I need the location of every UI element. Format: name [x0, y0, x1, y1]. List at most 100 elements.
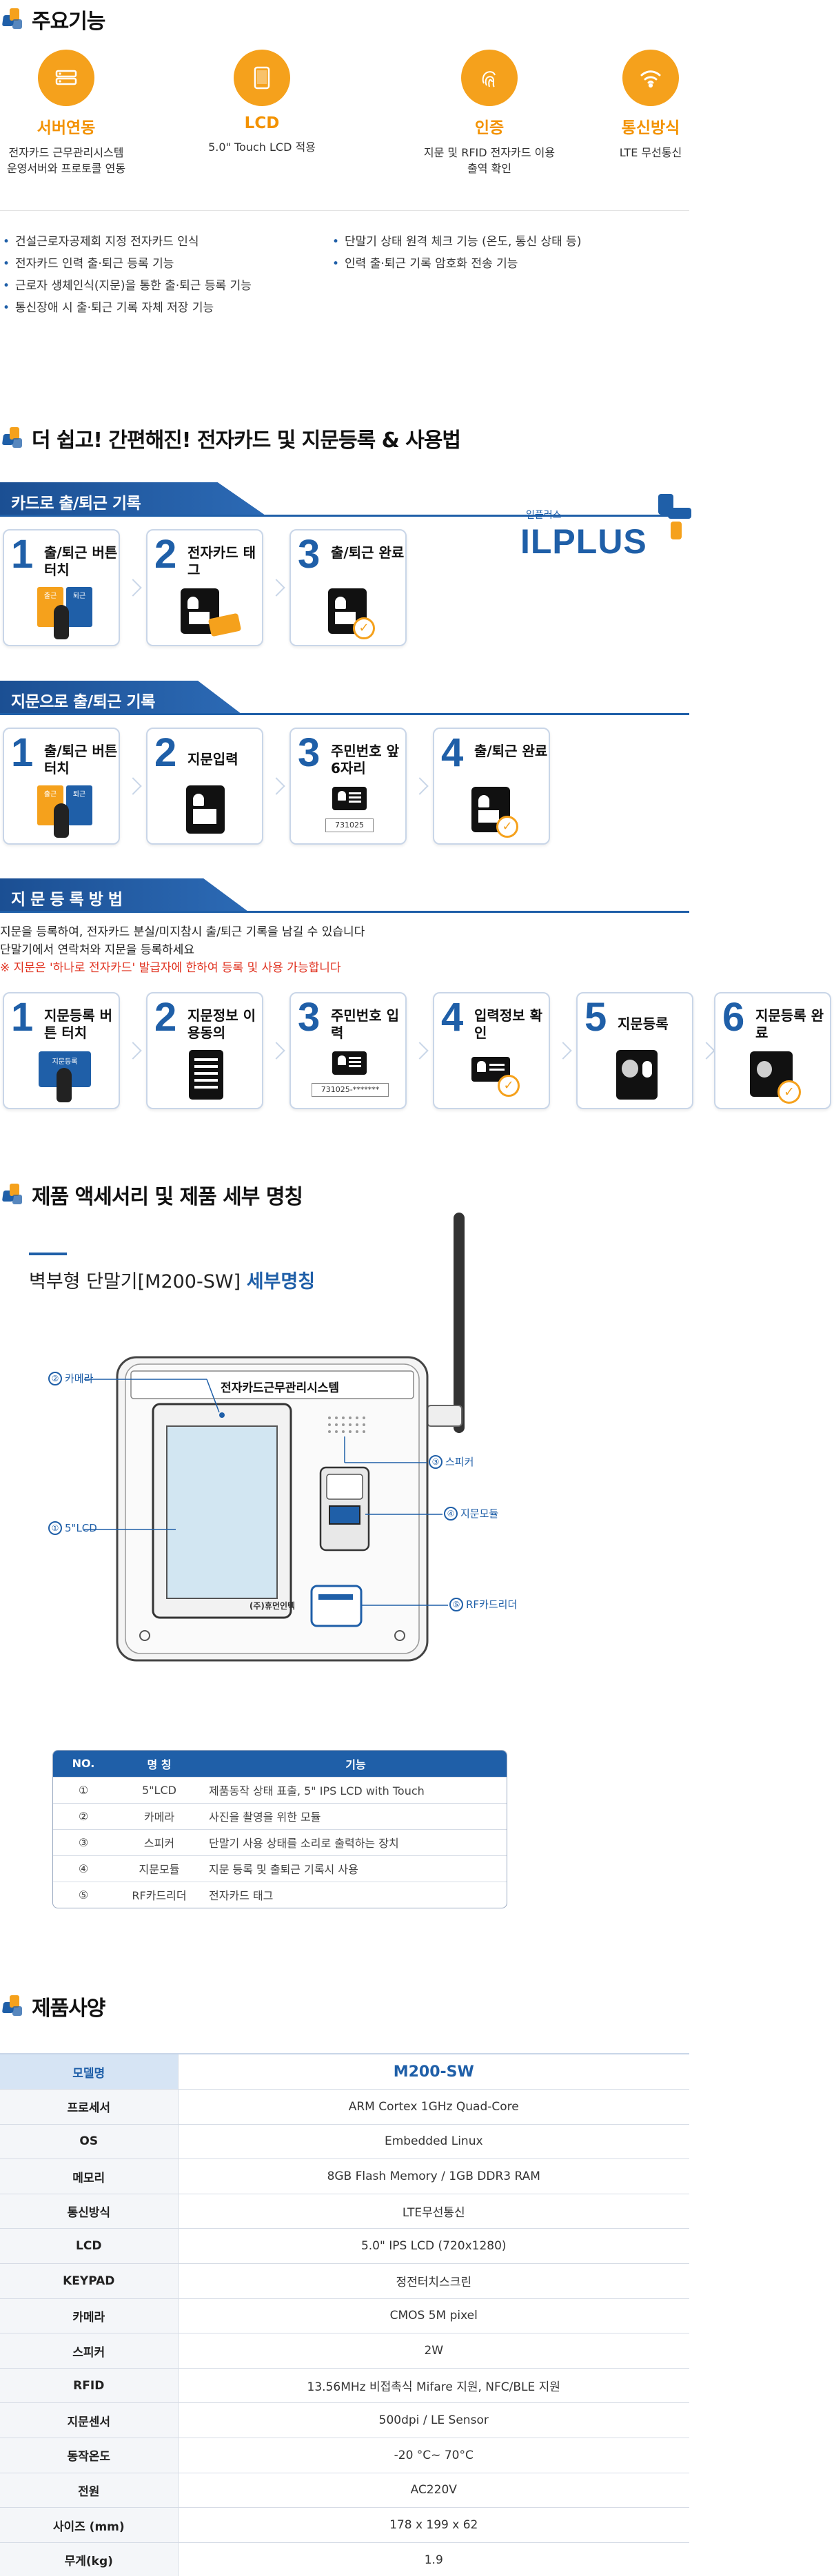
finger-step-1: 1 출/퇴근 버튼 터치 출근 퇴근: [3, 728, 120, 845]
wifi-icon: [622, 50, 679, 106]
bullet-item: 건설근로자공제회 지정 전자카드 인식: [3, 231, 252, 253]
finger-step-3: 3 주민번호 앞 6자리 731025: [289, 728, 407, 845]
logo-text: ILPLUS: [520, 522, 647, 561]
finger-flow-tab: 지문으로 출/퇴근 기록: [0, 681, 689, 715]
feature-title: 인증: [474, 119, 505, 137]
card-step-3: 3 출/퇴근 완료 ✓: [289, 529, 407, 646]
divider: [0, 210, 689, 211]
logo-small-text: 일플러스: [526, 510, 562, 521]
feature-title: LCD: [244, 114, 280, 132]
touch-buttons-icon: 출근 퇴근: [18, 584, 108, 641]
complete-check-icon: ✓: [729, 1047, 819, 1104]
table-row: 사이즈 (mm)178 x 199 x 62: [0, 2507, 689, 2543]
complete-check-icon: ✓: [448, 783, 538, 839]
feature-title: 서버연동: [37, 119, 96, 137]
tab-label: 지문으로 출/퇴근 기록: [11, 693, 155, 711]
chevron-right-icon: [267, 1042, 285, 1060]
feature-desc: 출역 확인: [467, 162, 511, 176]
feature-desc: 5.0" Touch LCD 적용: [208, 141, 316, 154]
consent-form-icon: [161, 1047, 251, 1104]
chevron-right-icon: [411, 1042, 429, 1060]
card-step-2: 2 전자카드 태그: [146, 529, 263, 646]
bullet-item: 통신장애 시 출·퇴근 기록 자체 저장 기능: [3, 297, 252, 319]
complete-check-icon: ✓: [305, 584, 394, 641]
col-header: NO.: [53, 1751, 114, 1777]
feature-desc: 운영서버와 프로토콜 연동: [6, 162, 126, 176]
table-row: 동작온도-20 °C~ 70°C: [0, 2438, 689, 2473]
bullet-item: 전자카드 인력 출·퇴근 등록 기능: [3, 253, 252, 275]
fingerprint-scan-icon: [591, 1047, 681, 1104]
bullet-item: 근로자 생체인식(지문)을 통한 출·퇴근 등록 기능: [3, 275, 252, 297]
card-step-1: 1 출/퇴근 버튼 터치 출근 퇴근: [3, 529, 120, 646]
feature-desc: 전자카드 근무관리시스템: [8, 146, 124, 159]
accessory-header: 제품 액세서리 및 제품 세부 명칭: [0, 1178, 303, 1211]
touch-buttons-icon: 출근 퇴근: [18, 783, 108, 839]
device-illustration: [84, 1213, 465, 1662]
fingerprint-icon: [461, 50, 518, 106]
feature-bullets-right: 단말기 상태 원격 체크 기능 (온도, 통신 상태 등) 인력 출·퇴근 기록…: [332, 231, 581, 275]
feature-item: 통신방식 LTE 무선통신: [575, 50, 726, 161]
card-flow-tab: 카드로 출/퇴근 기록: [0, 482, 689, 517]
register-step-2: 2 지문정보 이용동의: [146, 992, 263, 1109]
brand-mark-icon: [0, 1182, 25, 1207]
subtitle-accent: [29, 1253, 67, 1255]
table-row: 무게(kg)1.9: [0, 2542, 689, 2576]
register-button-icon: 지문등록: [18, 1047, 108, 1104]
id-number-icon: 731025-*******: [305, 1047, 394, 1104]
register-step-3: 3 주민번호 입력 731025-*******: [289, 992, 407, 1109]
register-step-1: 1 지문등록 버튼 터치 지문등록: [3, 992, 120, 1109]
brand-mark-icon: [0, 7, 25, 32]
bullet-item: 단말기 상태 원격 체크 기능 (온도, 통신 상태 등): [332, 231, 581, 253]
feature-item: LCD 5.0" Touch LCD 적용: [186, 50, 338, 155]
col-header: 기능: [205, 1751, 507, 1777]
tab-label: 지 문 등 록 방 법: [11, 891, 123, 909]
device-brand: (주)휴먼인텍: [249, 1601, 296, 1611]
id-number-icon: 731025: [305, 783, 394, 839]
register-note: 단말기에서 연락처와 지문을 등록하세요: [0, 943, 195, 957]
device-header-text: 전자카드근무관리시스템: [220, 1381, 340, 1395]
feature-title: 통신방식: [621, 119, 680, 137]
feature-item: 인증 지문 및 RFID 전자카드 이용 출역 확인: [414, 50, 565, 176]
howto-header: 더 쉽고! 간편해진! 전자카드 및 지문등록 & 사용법: [0, 422, 461, 455]
chevron-right-icon: [698, 1042, 715, 1060]
card-tag-icon: [161, 584, 251, 641]
chevron-right-icon: [267, 777, 285, 795]
server-icon: [38, 50, 94, 106]
chevron-right-icon: [124, 579, 142, 597]
device-subtitle: 벽부형 단말기[M200-SW] 세부명칭: [29, 1271, 316, 1292]
section-title: 제품 액세서리 및 제품 세부 명칭: [32, 1185, 303, 1209]
tablet-icon: [234, 50, 290, 106]
chevron-right-icon: [124, 777, 142, 795]
register-note: 지문을 등록하여, 전자카드 분실/미지참시 출/퇴근 기록을 남길 수 있습니…: [0, 925, 365, 939]
register-flow-tab: 지 문 등 록 방 법: [0, 878, 689, 913]
finger-step-4: 4 출/퇴근 완료 ✓: [433, 728, 550, 845]
brand-mark-icon: [0, 426, 25, 451]
feature-item: 서버연동 전자카드 근무관리시스템 운영서버와 프로토콜 연동: [0, 50, 142, 176]
finger-step-2: 2 지문입력: [146, 728, 263, 845]
chevron-right-icon: [124, 1042, 142, 1060]
col-header: 명 칭: [114, 1751, 205, 1777]
feature-desc: 지문 및 RFID 전자카드 이용: [423, 146, 556, 159]
